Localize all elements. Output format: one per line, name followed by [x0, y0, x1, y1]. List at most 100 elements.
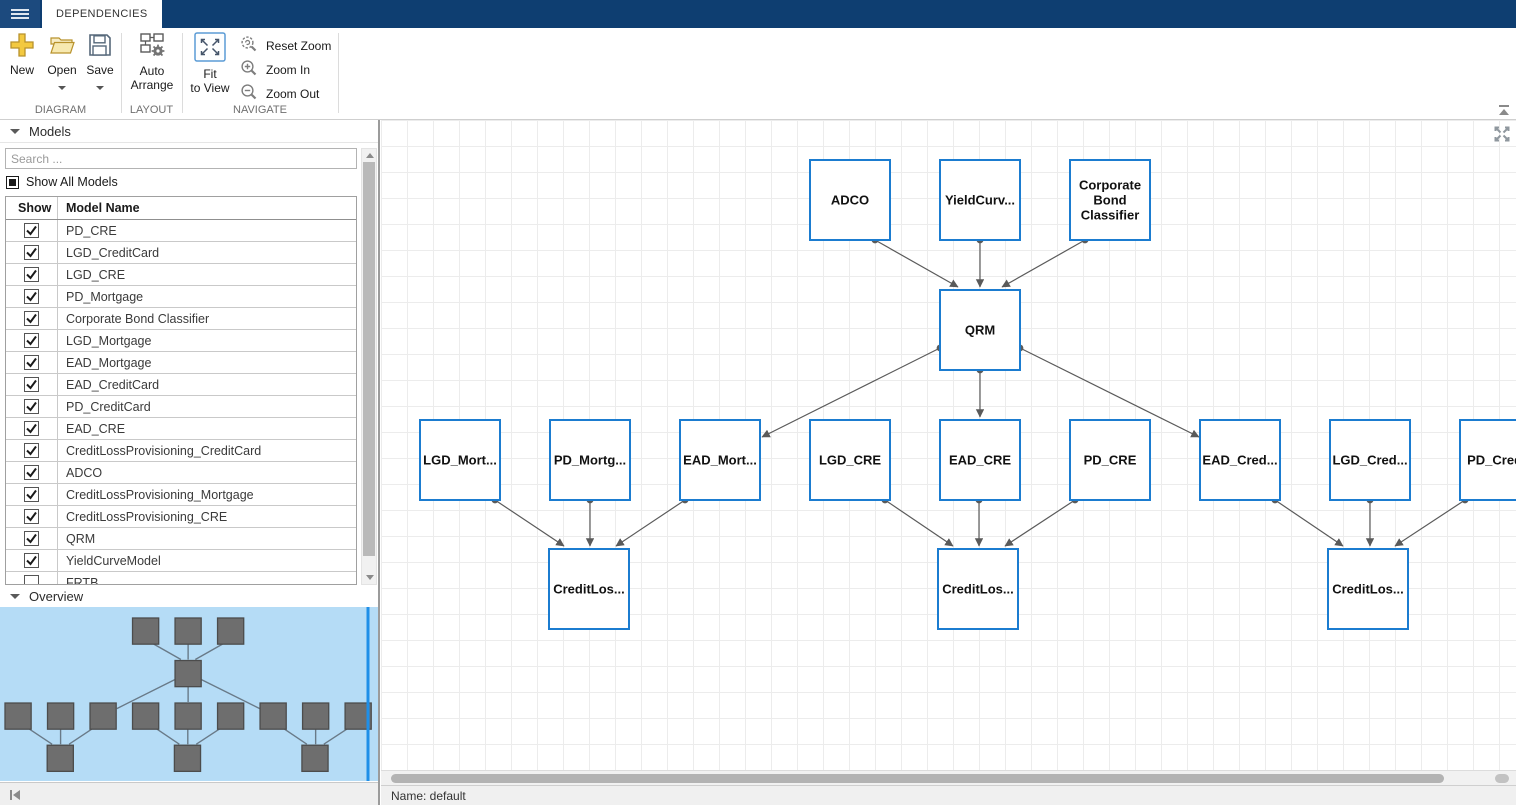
- table-row[interactable]: PD_CreditCard: [6, 396, 356, 418]
- diagram-node[interactable]: EAD_Cred...: [1199, 419, 1281, 501]
- table-row[interactable]: EAD_CreditCard: [6, 374, 356, 396]
- zoom-out-icon: [240, 83, 258, 106]
- horizontal-scrollbar[interactable]: [381, 770, 1516, 785]
- open-button[interactable]: Open: [42, 32, 82, 95]
- scroll-up-icon[interactable]: [366, 153, 374, 158]
- model-show-checkbox[interactable]: [24, 377, 39, 392]
- reset-zoom-icon: [240, 35, 258, 58]
- model-show-checkbox[interactable]: [24, 267, 39, 282]
- table-row[interactable]: QRM: [6, 528, 356, 550]
- search-input[interactable]: [5, 148, 357, 169]
- scroll-down-icon[interactable]: [366, 575, 374, 580]
- diagram-node[interactable]: EAD_CRE: [939, 419, 1021, 501]
- auto-arrange-icon: [139, 32, 166, 64]
- table-row[interactable]: PD_Mortgage: [6, 286, 356, 308]
- save-button[interactable]: Save: [80, 32, 120, 95]
- model-name-label: PD_Mortgage: [66, 289, 144, 304]
- table-row[interactable]: PD_CRE: [6, 220, 356, 242]
- table-row[interactable]: EAD_Mortgage: [6, 352, 356, 374]
- save-dropdown-icon[interactable]: [96, 86, 104, 90]
- model-show-checkbox[interactable]: [24, 509, 39, 524]
- expand-diagram-icon[interactable]: [1492, 124, 1512, 149]
- diagram-name-label: Name: default: [391, 788, 466, 803]
- overview-section-header[interactable]: Overview: [0, 585, 378, 608]
- new-button[interactable]: New: [2, 32, 42, 77]
- diagram-node[interactable]: PD_CRE: [1069, 419, 1151, 501]
- model-name-label: PD_CRE: [66, 223, 117, 238]
- diagram-node[interactable]: QRM: [939, 289, 1021, 371]
- diagram-node[interactable]: CreditLos...: [1327, 548, 1409, 630]
- model-show-checkbox[interactable]: [24, 421, 39, 436]
- table-row[interactable]: LGD_CreditCard: [6, 242, 356, 264]
- fit-to-view-button[interactable]: Fit to View: [186, 32, 234, 95]
- model-show-checkbox[interactable]: [24, 465, 39, 480]
- model-show-checkbox[interactable]: [24, 487, 39, 502]
- collapse-toolstrip-icon[interactable]: [1496, 104, 1512, 123]
- table-row[interactable]: CreditLossProvisioning_Mortgage: [6, 484, 356, 506]
- diagram-node[interactable]: LGD_Mort...: [419, 419, 501, 501]
- table-row[interactable]: EAD_CRE: [6, 418, 356, 440]
- auto-arrange-button[interactable]: Auto Arrange: [126, 32, 178, 92]
- tab-dependencies[interactable]: DEPENDENCIES: [42, 0, 162, 28]
- open-dropdown-icon[interactable]: [58, 86, 66, 90]
- collapse-panel-icon[interactable]: [8, 788, 22, 802]
- minimap-node: [89, 702, 117, 730]
- table-row[interactable]: LGD_CRE: [6, 264, 356, 286]
- table-row[interactable]: YieldCurveModel: [6, 550, 356, 572]
- models-table-scrollbar[interactable]: [361, 148, 377, 585]
- minimap-node: [259, 702, 287, 730]
- model-show-checkbox[interactable]: [24, 223, 39, 238]
- reset-zoom-button[interactable]: Reset Zoom: [240, 35, 331, 58]
- diagram-node[interactable]: ADCO: [809, 159, 891, 241]
- model-name-label: EAD_Mortgage: [66, 355, 152, 370]
- table-row[interactable]: ADCO: [6, 462, 356, 484]
- status-bar: Name: default: [381, 785, 1516, 805]
- minimap-node: [173, 744, 202, 773]
- table-row[interactable]: LGD_Mortgage: [6, 330, 356, 352]
- model-show-checkbox[interactable]: [24, 245, 39, 260]
- table-row[interactable]: CreditLossProvisioning_CRE: [6, 506, 356, 528]
- model-name-label: EAD_CreditCard: [66, 377, 160, 392]
- show-all-models-checkbox[interactable]: Show All Models: [6, 174, 118, 190]
- diagram-node[interactable]: CreditLos...: [937, 548, 1019, 630]
- dependency-edge: [1274, 499, 1344, 547]
- minimap-edge: [284, 728, 308, 745]
- models-section-header[interactable]: Models: [0, 120, 378, 143]
- table-row[interactable]: CreditLossProvisioning_CreditCard: [6, 440, 356, 462]
- model-name-label: LGD_CreditCard: [66, 245, 160, 260]
- minimap-edge: [195, 728, 220, 745]
- model-show-checkbox[interactable]: [24, 553, 39, 568]
- dependency-edge: [1004, 499, 1076, 547]
- model-show-checkbox[interactable]: [24, 289, 39, 304]
- diagram-node[interactable]: LGD_Cred...: [1329, 419, 1411, 501]
- node-label: YieldCurv...: [945, 193, 1015, 208]
- zoom-in-button[interactable]: Zoom In: [240, 59, 310, 80]
- scrollbar-thumb[interactable]: [363, 162, 375, 556]
- hamburger-menu-icon[interactable]: [0, 0, 40, 28]
- minimap-node: [4, 702, 32, 730]
- diagram-node[interactable]: PD_Mortg...: [549, 419, 631, 501]
- model-show-checkbox[interactable]: [24, 355, 39, 370]
- diagram-node[interactable]: YieldCurv...: [939, 159, 1021, 241]
- dependency-edge: [1019, 347, 1200, 438]
- diagram-node[interactable]: PD_Cred...: [1459, 419, 1516, 501]
- zoom-out-button[interactable]: Zoom Out: [240, 83, 319, 106]
- table-row[interactable]: Corporate Bond Classifier: [6, 308, 356, 330]
- overview-collapse-icon: [10, 593, 20, 599]
- model-show-checkbox[interactable]: [24, 443, 39, 458]
- model-show-checkbox[interactable]: [24, 333, 39, 348]
- diagram-node[interactable]: CreditLos...: [548, 548, 630, 630]
- horizontal-scrollbar-thumb[interactable]: [391, 774, 1444, 783]
- model-show-checkbox[interactable]: [24, 399, 39, 414]
- overview-minimap[interactable]: [0, 607, 378, 781]
- save-label: Save: [86, 63, 114, 77]
- model-show-checkbox[interactable]: [24, 531, 39, 546]
- model-show-checkbox[interactable]: [24, 575, 39, 584]
- table-row[interactable]: FRTB: [6, 572, 356, 584]
- diagram-node[interactable]: LGD_CRE: [809, 419, 891, 501]
- diagram-node[interactable]: EAD_Mort...: [679, 419, 761, 501]
- model-show-checkbox[interactable]: [24, 311, 39, 326]
